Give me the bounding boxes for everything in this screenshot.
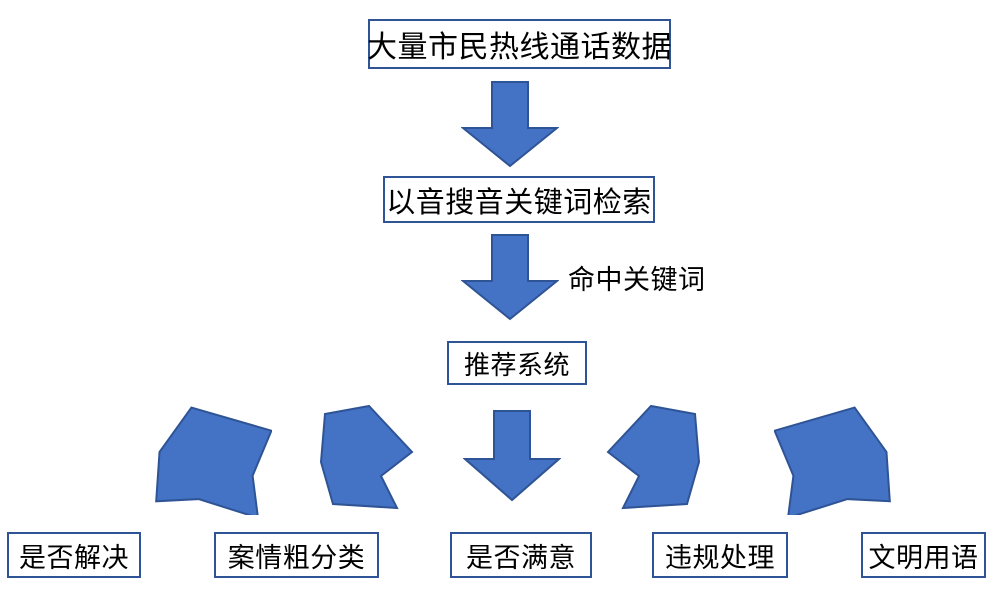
node-output-5[interactable]: 文明用语 <box>861 532 986 578</box>
edge-label-hit-keyword: 命中关键词 <box>568 265 706 296</box>
arrow-source-to-retrieval <box>461 81 559 168</box>
arrow-recommender-to-output-1 <box>155 406 272 515</box>
node-recommender-system[interactable]: 推荐系统 <box>447 341 587 385</box>
node-keyword-retrieval[interactable]: 以音搜音关键词检索 <box>383 176 655 223</box>
node-output-3-label: 是否满意 <box>466 542 576 574</box>
node-source-data-label: 大量市民热线通话数据 <box>367 30 672 65</box>
node-output-4-label: 违规处理 <box>665 542 775 574</box>
arrow-recommender-to-output-2 <box>319 404 414 510</box>
node-source-data[interactable]: 大量市民热线通话数据 <box>367 19 672 69</box>
node-output-1-label: 是否解决 <box>19 542 129 574</box>
node-output-3[interactable]: 是否满意 <box>450 532 592 578</box>
arrow-recommender-to-output-5 <box>774 406 891 515</box>
arrow-retrieval-to-recommender <box>461 234 559 321</box>
node-output-1[interactable]: 是否解决 <box>7 532 141 578</box>
node-output-2-label: 案情粗分类 <box>227 542 366 574</box>
node-output-2[interactable]: 案情粗分类 <box>214 532 379 578</box>
node-keyword-retrieval-label: 以音搜音关键词检索 <box>386 184 652 219</box>
node-output-5-label: 文明用语 <box>868 542 979 574</box>
arrow-recommender-to-output-4 <box>606 404 701 510</box>
node-recommender-system-label: 推荐系统 <box>463 350 570 381</box>
arrow-recommender-to-output-3 <box>463 410 561 502</box>
node-output-4[interactable]: 违规处理 <box>652 532 788 578</box>
